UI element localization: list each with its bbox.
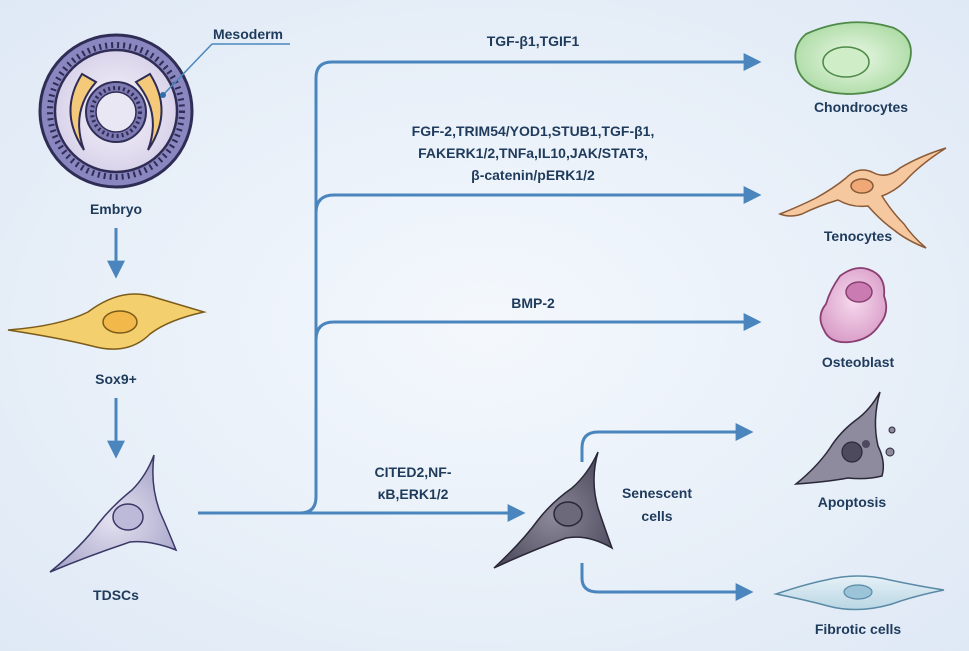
arrow-to-apoptosis: [580, 423, 754, 462]
embryo-label: Embryo: [90, 201, 142, 217]
pathway-chondro-label: TGF-β1,TGIF1: [487, 33, 580, 49]
branch-connectors: [198, 53, 762, 601]
senescent-label-line2: cells: [641, 508, 672, 524]
apoptosis-cell-illustration: [793, 391, 896, 485]
osteoblast-illustration: [819, 267, 888, 344]
chondrocyte-illustration: [794, 21, 912, 95]
tenocytes-label: Tenocytes: [824, 228, 892, 244]
senescent-cell-illustration: [493, 451, 614, 569]
pathway-teno-label-line1: FGF-2,TRIM54/YOD1,STUB1,TGF-β1,: [412, 123, 655, 139]
pathway-teno-label-line3: β-catenin/pERK1/2: [471, 167, 595, 183]
apoptosis-label: Apoptosis: [818, 494, 887, 510]
fibrotic-cells-label: Fibrotic cells: [815, 621, 902, 637]
mesoderm-pointer: [162, 43, 213, 96]
arrow-to-fibrotic: [580, 563, 754, 601]
pathway-teno-label-line2: FAKERK1/2,TNFa,IL10,JAK/STAT3,: [418, 145, 648, 161]
embryo-illustration: [38, 33, 290, 189]
tenocyte-illustration: [777, 147, 947, 249]
pathway-senescence-label-line1: CITED2,NF-: [375, 464, 452, 480]
senescent-label-line1: Senescent: [622, 485, 692, 501]
tdscs-label: TDSCs: [93, 587, 139, 603]
fibrotic-cell-illustration: [773, 575, 945, 611]
sox9-cell-illustration: [7, 293, 205, 350]
osteoblast-label: Osteoblast: [822, 354, 895, 370]
arrow-to-tenocytes: [314, 186, 762, 214]
pathway-osteo-label: BMP-2: [511, 295, 555, 311]
pathway-senescence-label-line2: κB,ERK1/2: [378, 486, 449, 502]
mesoderm-label: Mesoderm: [213, 26, 283, 42]
tdsc-cell-illustration: [49, 454, 178, 573]
chondrocytes-label: Chondrocytes: [814, 99, 908, 115]
arrow-to-osteoblast: [314, 313, 762, 341]
sox9-label: Sox9+: [95, 371, 137, 387]
